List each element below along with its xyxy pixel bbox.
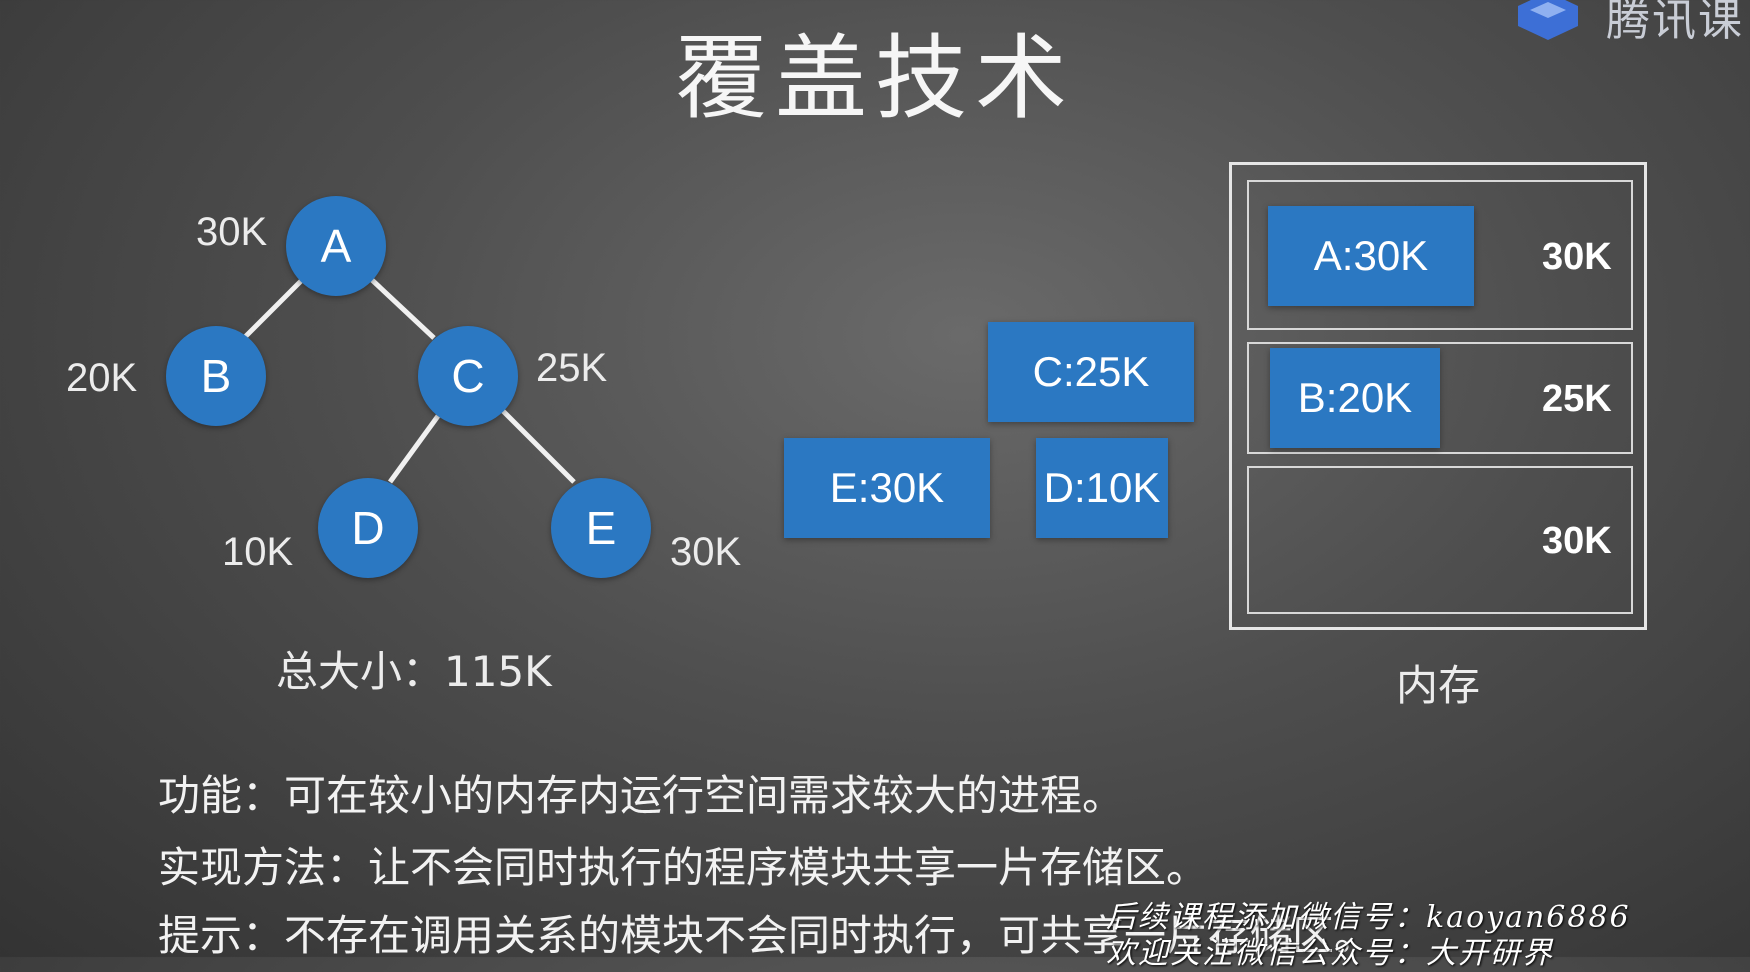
memory-slot-1-size: 30K	[1542, 236, 1612, 278]
tencent-classroom-icon	[1518, 0, 1578, 40]
edge-a-c	[370, 278, 436, 340]
node-e-size-label: 30K	[670, 530, 742, 574]
total-size-label: 总大小：115K	[276, 647, 552, 696]
module-block-d: D:10K	[1036, 438, 1168, 538]
memory-slot-1	[1247, 180, 1633, 330]
memory-slot-3	[1247, 466, 1633, 614]
watermark-line-2: 欢迎关注微信公众号：大开研界	[1106, 936, 1554, 971]
logo-text: 腾讯课	[1606, 0, 1744, 46]
edge-c-e	[500, 408, 576, 484]
node-a-size-label: 30K	[196, 210, 268, 254]
edge-c-d	[387, 414, 441, 484]
tree-node-d: D	[318, 478, 418, 578]
memory-slot-2	[1247, 342, 1633, 454]
memory-caption: 内存	[1396, 661, 1481, 710]
memory-slot-3-size: 30K	[1542, 520, 1612, 562]
memory-slot-2-size: 25K	[1542, 378, 1612, 420]
description-method: 实现方法：让不会同时执行的程序模块共享一片存储区。	[158, 843, 1209, 892]
edge-a-b	[242, 278, 304, 340]
node-d-size-label: 10K	[222, 530, 294, 574]
slide-title: 覆盖技术	[674, 25, 1075, 132]
module-block-e: E:30K	[784, 438, 990, 538]
memory-block-b: B:20K	[1270, 348, 1440, 448]
tree-node-e: E	[551, 478, 651, 578]
memory-block-a: A:30K	[1268, 206, 1474, 306]
node-c-size-label: 25K	[536, 346, 608, 390]
tree-node-a: A	[286, 196, 386, 296]
node-b-size-label: 20K	[66, 356, 138, 400]
memory-box	[1229, 162, 1647, 630]
watermark-line-1: 后续课程添加微信号：kaoyan6886	[1106, 900, 1631, 935]
description-hint: 提示：不存在调用关系的模块不会同时执行，可共享一片存储区。	[158, 911, 1377, 960]
tree-node-b: B	[166, 326, 266, 426]
description-function: 功能：可在较小的内存内运行空间需求较大的进程。	[158, 771, 1125, 820]
tree-node-c: C	[418, 326, 518, 426]
module-block-c: C:25K	[988, 322, 1194, 422]
